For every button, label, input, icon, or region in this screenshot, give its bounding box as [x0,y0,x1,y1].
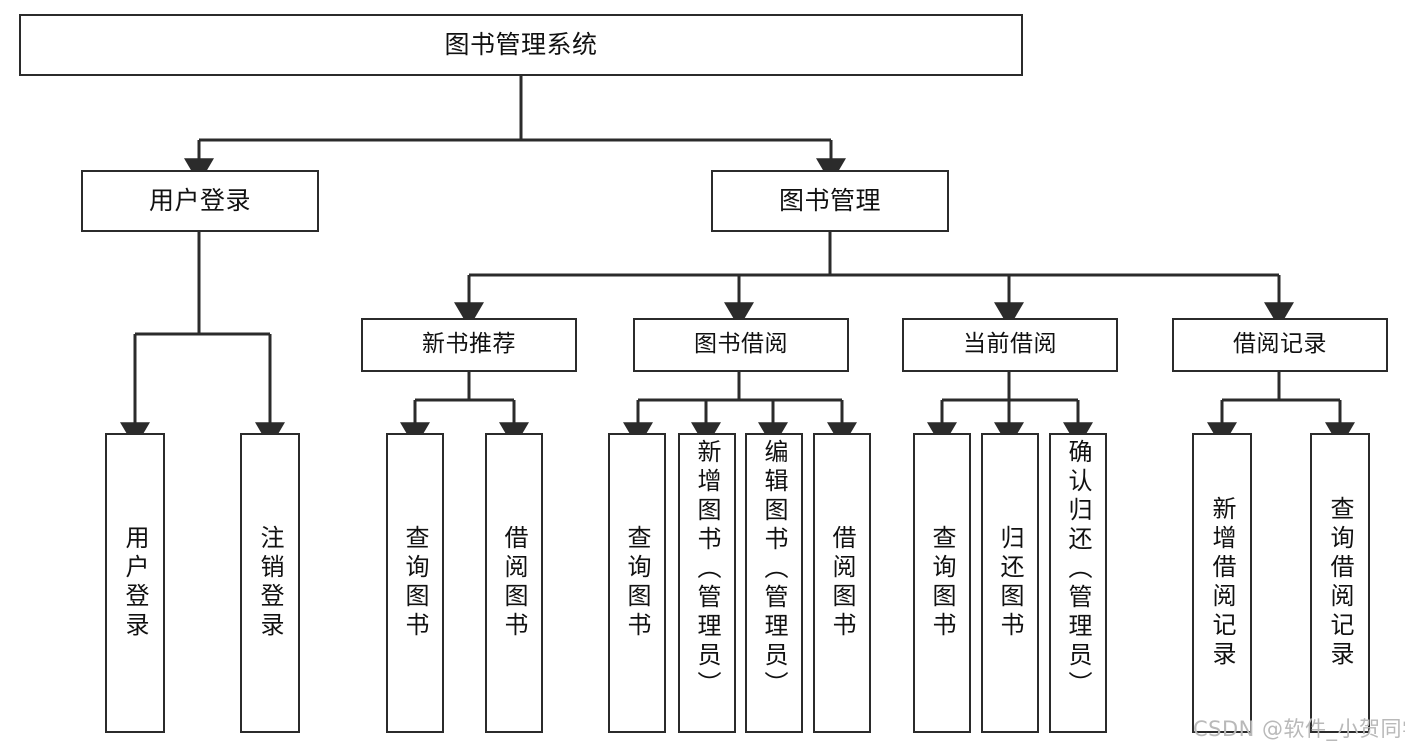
leaf-borrow-book[interactable]: 借阅图书 [813,433,871,733]
leaf-query-book-borrow-label: 查询图书 [623,525,651,641]
leaf-confirm-return-admin-label: 确认归还（管理员） [1064,439,1092,700]
leaf-logout-label: 注销登录 [256,525,284,641]
leaf-edit-book-admin-label: 编辑图书（管理员） [760,439,788,700]
node-current-borrow[interactable]: 当前借阅 [902,318,1118,372]
leaf-logout[interactable]: 注销登录 [240,433,300,733]
node-borrow-records[interactable]: 借阅记录 [1172,318,1388,372]
leaf-query-book-current[interactable]: 查询图书 [913,433,971,733]
leaf-borrow-book-recommend-label: 借阅图书 [500,525,528,641]
leaf-confirm-return-admin[interactable]: 确认归还（管理员） [1049,433,1107,733]
node-current-borrow-label: 当前借阅 [963,331,1057,358]
leaf-query-borrow-record[interactable]: 查询借阅记录 [1310,433,1370,733]
leaf-query-book-recommend-label: 查询图书 [401,525,429,641]
leaf-return-book[interactable]: 归还图书 [981,433,1039,733]
node-user-login[interactable]: 用户登录 [81,170,319,232]
node-root-label: 图书管理系统 [444,30,598,60]
leaf-add-borrow-record[interactable]: 新增借阅记录 [1192,433,1252,733]
leaf-user-login[interactable]: 用户登录 [105,433,165,733]
leaf-user-login-label: 用户登录 [121,525,149,641]
node-new-book-recommend-label: 新书推荐 [422,331,516,358]
leaf-query-borrow-record-label: 查询借阅记录 [1326,496,1354,670]
watermark: CSDN @软件_小贺同学 [1193,717,1405,741]
node-book-borrow-label: 图书借阅 [694,331,788,358]
leaf-query-book-borrow[interactable]: 查询图书 [608,433,666,733]
node-root[interactable]: 图书管理系统 [19,14,1023,76]
node-borrow-records-label: 借阅记录 [1233,331,1327,358]
leaf-return-book-label: 归还图书 [996,525,1024,641]
leaf-add-book-admin-label: 新增图书（管理员） [693,439,721,700]
node-user-login-label: 用户登录 [148,186,251,216]
node-book-management-label: 图书管理 [778,186,881,216]
leaf-borrow-book-label: 借阅图书 [828,525,856,641]
leaf-edit-book-admin[interactable]: 编辑图书（管理员） [745,433,803,733]
node-new-book-recommend[interactable]: 新书推荐 [361,318,577,372]
node-book-borrow[interactable]: 图书借阅 [633,318,849,372]
node-book-management[interactable]: 图书管理 [711,170,949,232]
leaf-query-book-recommend[interactable]: 查询图书 [386,433,444,733]
leaf-add-borrow-record-label: 新增借阅记录 [1208,496,1236,670]
leaf-query-book-current-label: 查询图书 [928,525,956,641]
leaf-add-book-admin[interactable]: 新增图书（管理员） [678,433,736,733]
leaf-borrow-book-recommend[interactable]: 借阅图书 [485,433,543,733]
